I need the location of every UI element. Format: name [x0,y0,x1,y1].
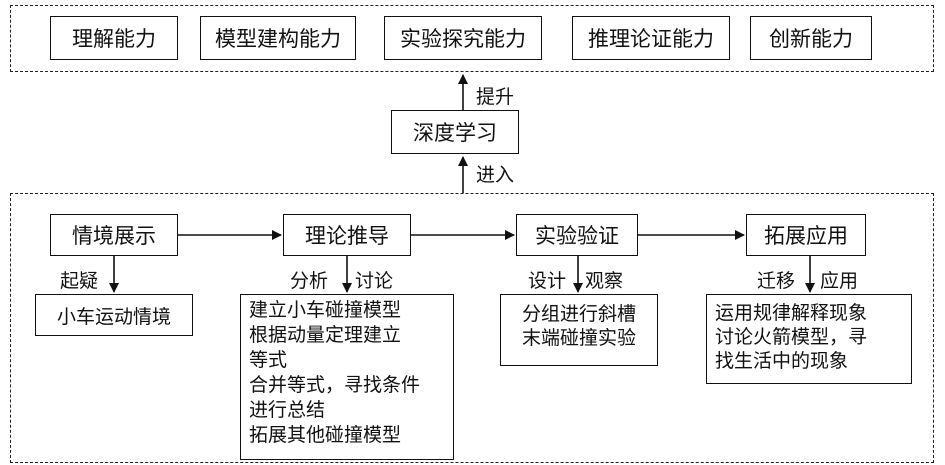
detail-experiment-line: 末端碰撞实验 [521,327,636,349]
detail-theory-line: 进行总结 [249,399,326,421]
stage-experiment: 实验验证 [516,214,638,256]
detail-theory-line: 根据动量定理建立 [249,324,402,346]
ability-understanding: 理解能力 [50,16,178,60]
detail-theory-line: 拓展其他碰撞模型 [249,424,402,446]
detail-extension-line: 讨论火箭模型，寻 [715,326,868,348]
detail-theory-line: 等式 [249,349,288,371]
ability-experiment: 实验探究能力 [384,16,542,60]
process-group [10,193,934,463]
ability-modeling: 模型建构能力 [200,16,356,60]
detail-situation: 小车运动情境 [35,294,193,336]
stage-situation: 情境展示 [50,214,178,256]
verb-design: 设计 [528,270,567,292]
detail-extension-line: 运用规律解释现象 [715,302,868,324]
verb-transfer: 迁移 [757,270,796,292]
detail-extension-line: 找生活中的现象 [715,350,849,372]
ability-innovation: 创新能力 [750,16,872,60]
detail-theory-line: 合并等式，寻找条件 [249,374,421,396]
stage-extension: 拓展应用 [746,214,866,256]
detail-experiment-line: 分组进行斜槽 [521,303,636,325]
label-improve: 提升 [476,86,515,108]
verb-apply: 应用 [820,270,859,292]
label-enter: 进入 [476,164,515,186]
verb-analyze: 分析 [290,270,329,292]
deep-learning-box: 深度学习 [391,110,519,154]
detail-experiment: 分组进行斜槽 末端碰撞实验 [500,294,658,366]
verb-discuss: 讨论 [355,270,394,292]
detail-theory-line: 建立小车碰撞模型 [249,299,402,321]
abilities-group [10,5,934,72]
verb-doubt: 起疑 [60,270,99,292]
stage-theory: 理论推导 [283,214,411,256]
ability-reasoning: 推理论证能力 [572,16,730,60]
verb-observe: 观察 [585,270,624,292]
detail-theory: 建立小车碰撞模型 根据动量定理建立 等式 合并等式，寻找条件 进行总结 拓展其他… [240,294,454,460]
detail-extension: 运用规律解释现象 讨论火箭模型，寻 找生活中的现象 [706,294,912,384]
